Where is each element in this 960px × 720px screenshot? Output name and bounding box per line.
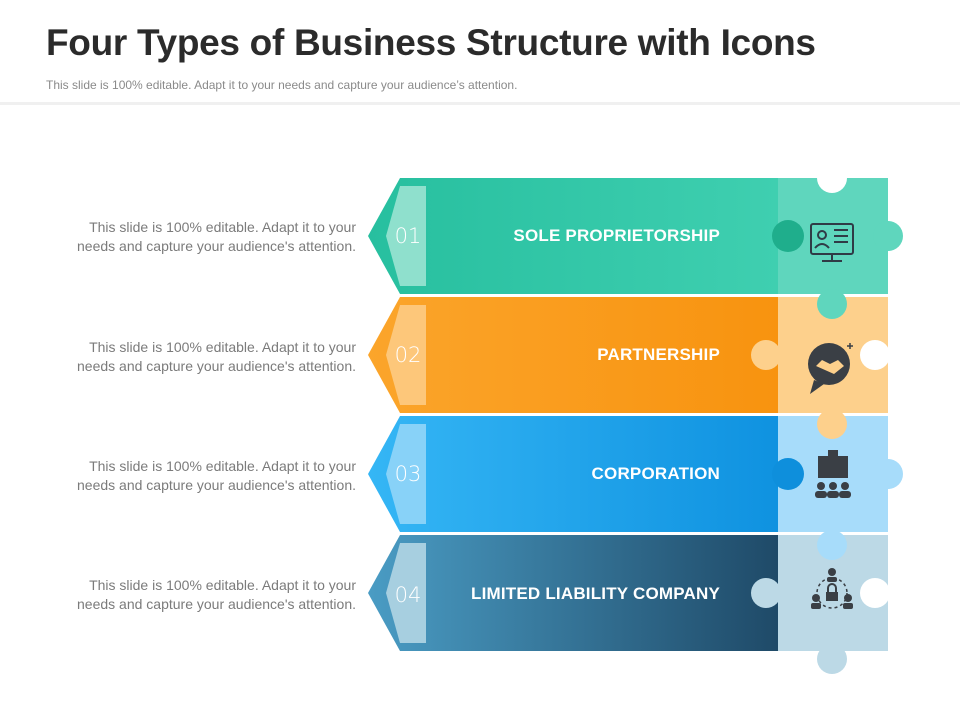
row-2-number: 02 [394,343,422,367]
row-4-label: LIMITED LIABILITY COMPANY [471,584,720,603]
row-4-description-line-1: This slide is 100% editable. Adapt it to… [89,577,356,593]
row-3-description: This slide is 100% editable. Adapt it to… [40,457,356,495]
row-4-description-line-2: needs and capture your audience's attent… [77,596,356,612]
row-1-description: This slide is 100% editable. Adapt it to… [40,218,356,256]
page-title: Four Types of Business Structure with Ic… [46,22,816,63]
row-1-description-line-2: needs and capture your audience's attent… [77,238,356,254]
row-3-description-line-2: needs and capture your audience's attent… [77,477,356,493]
row-3-number: 03 [394,462,422,486]
puzzle-piece-3 [772,409,903,532]
row-2-description-line-2: needs and capture your audience's attent… [77,358,356,374]
row-4-description: This slide is 100% editable. Adapt it to… [40,576,356,614]
row-2-description: This slide is 100% editable. Adapt it to… [40,338,356,376]
row-1-banner [368,178,778,294]
row-3-description-line-1: This slide is 100% editable. Adapt it to… [89,458,356,474]
computer-profile-icon [810,223,854,262]
row-4-number: 04 [394,583,422,607]
row-3-label: CORPORATION [591,464,720,483]
handshake-icon [808,343,853,394]
row-1-label: SOLE PROPRIETORSHIP [513,226,720,245]
row-2-description-line-1: This slide is 100% editable. Adapt it to… [89,339,356,355]
row-3-banner [368,416,778,532]
lock-network-icon [811,568,853,609]
row-2-banner [368,297,778,413]
puzzle-piece-1 [772,163,903,294]
page-subtitle: This slide is 100% editable. Adapt it to… [46,78,518,92]
corporate-building-icon [815,450,851,498]
row-1-number: 01 [394,224,422,248]
row-4-banner [368,535,778,651]
row-2-label: PARTNERSHIP [597,345,720,364]
header-divider [0,102,960,105]
row-1-description-line-1: This slide is 100% editable. Adapt it to… [89,219,356,235]
puzzle-piece-2 [751,289,890,413]
